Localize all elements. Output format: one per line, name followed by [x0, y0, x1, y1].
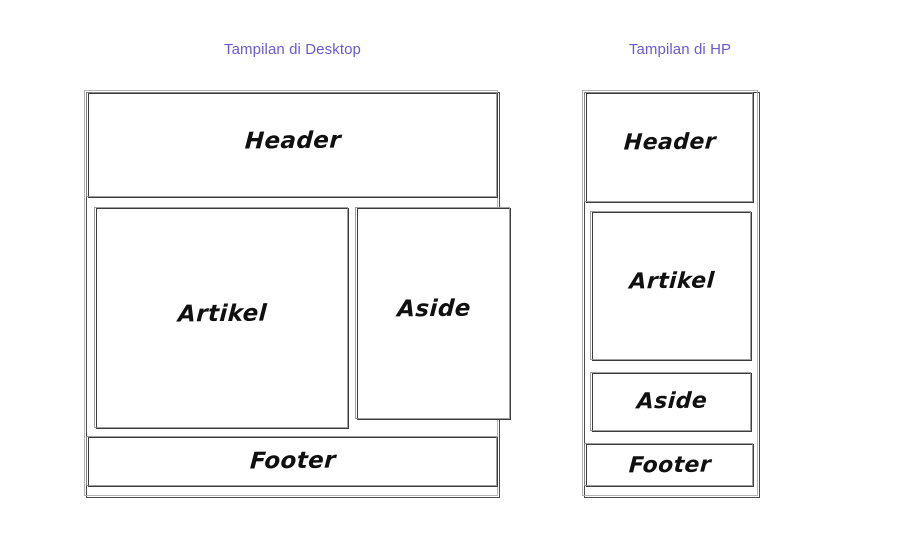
desktop-aside-label: Aside [396, 295, 472, 323]
desktop-article-label: Artikel [177, 300, 268, 328]
desktop-region-aside: Aside [355, 206, 511, 420]
desktop-region-article: Artikel [94, 206, 349, 429]
desktop-header-label: Header [244, 127, 342, 155]
mobile-region-footer: Footer [584, 442, 754, 487]
mobile-region-aside: Aside [590, 371, 752, 432]
desktop-diagram-caption: Tampilan di Desktop [224, 41, 361, 58]
mobile-region-header: Header [584, 91, 754, 203]
mobile-aside-label: Aside [636, 388, 708, 415]
mobile-article-label: Artikel [628, 268, 716, 295]
mobile-header-label: Header [623, 129, 717, 156]
mobile-diagram-caption: Tampilan di HP [628, 41, 732, 58]
mobile-region-article: Artikel [590, 210, 752, 361]
mobile-footer-label: Footer [628, 452, 712, 479]
desktop-region-footer: Footer [86, 435, 498, 487]
desktop-footer-label: Footer [249, 447, 337, 475]
desktop-region-header: Header [86, 91, 498, 198]
